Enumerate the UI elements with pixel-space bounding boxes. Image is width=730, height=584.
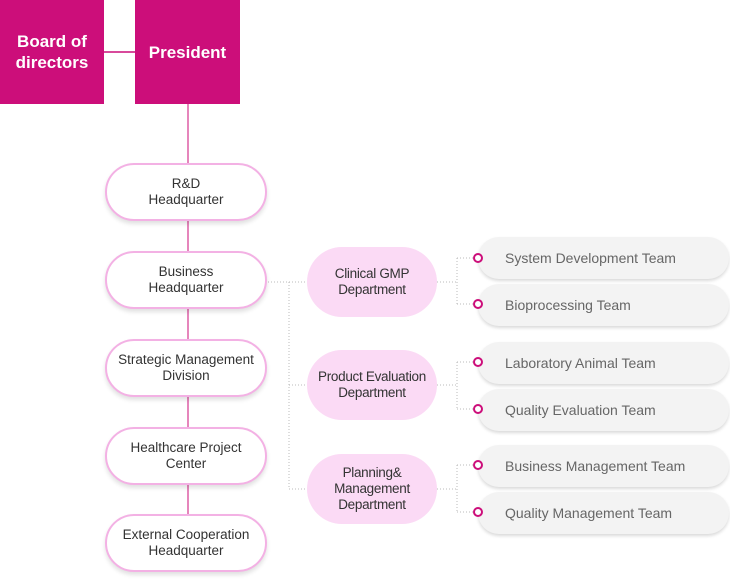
hq-rd: R&D Headquarter <box>105 163 267 221</box>
dept-label: Clinical GMP Department <box>334 266 410 297</box>
team-laboratory-animal: Laboratory Animal Team <box>478 342 729 384</box>
team-label: Laboratory Animal Team <box>505 355 656 371</box>
dept-label: Planning& Management Department <box>334 465 410 512</box>
board-of-directors-box: Board of directors <box>0 0 104 104</box>
hq-label: Business Headquarter <box>148 264 224 295</box>
dept-product-evaluation: Product Evaluation Department <box>307 350 437 420</box>
team-label: Quality Management Team <box>505 505 673 521</box>
hq-external-cooperation: External Cooperation Headquarter <box>105 514 267 572</box>
circle-bullet-icon <box>473 404 483 414</box>
circle-bullet-icon <box>473 253 483 263</box>
dept-planning-management: Planning& Management Department <box>307 454 437 524</box>
president-box: President <box>135 0 240 104</box>
dept-clinical-gmp: Clinical GMP Department <box>307 247 437 317</box>
team-business-management: Business Management Team <box>478 445 729 487</box>
circle-bullet-icon <box>473 299 483 309</box>
president-label: President <box>148 42 227 62</box>
team-quality-management: Quality Management Team <box>478 492 729 534</box>
team-label: System Development Team <box>505 250 676 266</box>
dept-label: Product Evaluation Department <box>318 369 426 400</box>
hq-label: R&D Headquarter <box>148 176 224 207</box>
circle-bullet-icon <box>473 507 483 517</box>
hq-label: Healthcare Project Center <box>130 440 242 471</box>
board-of-directors-label: Board of directors <box>15 32 89 72</box>
team-label: Bioprocessing Team <box>505 297 631 313</box>
team-system-development: System Development Team <box>478 237 729 279</box>
team-bioprocessing: Bioprocessing Team <box>478 284 729 326</box>
circle-bullet-icon <box>473 357 483 367</box>
team-label: Quality Evaluation Team <box>505 402 656 418</box>
team-quality-evaluation: Quality Evaluation Team <box>478 389 729 431</box>
hq-business: Business Headquarter <box>105 251 267 309</box>
circle-bullet-icon <box>473 460 483 470</box>
hq-label: External Cooperation Headquarter <box>122 527 250 558</box>
hq-strategic-management: Strategic Management Division <box>105 339 267 397</box>
hq-label: Strategic Management Division <box>118 352 254 383</box>
hq-healthcare-project: Healthcare Project Center <box>105 427 267 485</box>
team-label: Business Management Team <box>505 458 686 474</box>
